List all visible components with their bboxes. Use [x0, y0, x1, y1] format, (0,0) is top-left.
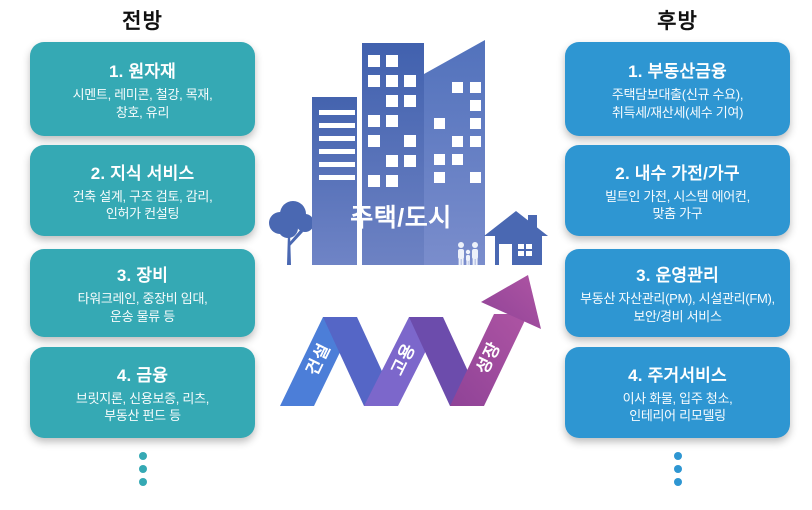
box-desc: 이사 화물, 입주 청소, 인테리어 리모델링 — [622, 390, 733, 423]
box-title: 1. 원자재 — [108, 62, 177, 82]
arrow-segment-growth — [450, 314, 528, 406]
downstream-box-operations-management: 3. 운영관리 부동산 자산관리(PM), 시설관리(FM), 보안/경비 서비… — [565, 249, 790, 337]
family-icon — [458, 242, 478, 265]
downstream-box-residential-services: 4. 주거서비스 이사 화물, 입주 청소, 인테리어 리모델링 — [565, 347, 790, 438]
center-illustration: 주택/도시 건설 고용 성장 — [269, 40, 548, 406]
box-title: 2. 내수 가전/가구 — [615, 163, 740, 183]
box-title: 4. 금융 — [116, 365, 169, 385]
dot-icon — [138, 478, 147, 486]
box-title: 1. 부동산금융 — [628, 62, 727, 82]
arrow-head-icon — [481, 275, 541, 329]
growth-arrow: 건설 고용 성장 — [280, 275, 541, 406]
building-label: 주택/도시 — [350, 204, 451, 232]
dot-icon — [673, 465, 682, 473]
right-tower — [424, 40, 485, 265]
box-title: 3. 운영관리 — [636, 266, 719, 286]
box-desc: 브릿지론, 신용보증, 리츠, 부동산 펀드 등 — [75, 390, 210, 423]
city-skyline-icon: 주택/도시 — [269, 40, 548, 265]
dot-icon — [138, 452, 147, 460]
downstream-header: 후방 — [657, 10, 698, 33]
box-title: 4. 주거서비스 — [628, 365, 727, 385]
left-tower — [312, 97, 357, 265]
middle-tower — [362, 43, 424, 265]
upstream-ellipsis-icon — [30, 452, 255, 486]
box-desc: 시멘트, 레미콘, 철강, 목재, 창호, 유리 — [72, 87, 213, 120]
box-desc: 건축 설계, 구조 검토, 감리, 인허가 컨설팅 — [72, 188, 213, 221]
upstream-box-raw-materials: 1. 원자재 시멘트, 레미콘, 철강, 목재, 창호, 유리 — [30, 42, 255, 136]
box-desc: 부동산 자산관리(PM), 시설관리(FM), 보안/경비 서비스 — [580, 291, 775, 324]
upstream-box-finance: 4. 금융 브릿지론, 신용보증, 리츠, 부동산 펀드 등 — [30, 347, 255, 438]
box-desc: 빌트인 가전, 시스템 에어컨, 맞춤 가구 — [605, 188, 750, 221]
downstream-box-appliances-furniture: 2. 내수 가전/가구 빌트인 가전, 시스템 에어컨, 맞춤 가구 — [565, 145, 790, 236]
box-title: 3. 장비 — [116, 266, 169, 286]
upstream-box-equipment: 3. 장비 타워크레인, 중장비 임대, 운송 물류 등 — [30, 249, 255, 337]
dot-icon — [673, 452, 682, 460]
dot-icon — [138, 465, 147, 473]
box-desc: 주택담보대출(신규 수요), 취득세/재산세(세수 기여) — [611, 87, 744, 120]
box-title: 2. 지식 서비스 — [90, 163, 195, 183]
house-icon — [484, 211, 548, 265]
upstream-header: 전방 — [122, 10, 163, 33]
box-desc: 타워크레인, 중장비 임대, 운송 물류 등 — [77, 291, 208, 324]
tree-icon — [269, 201, 314, 265]
downstream-ellipsis-icon — [565, 452, 790, 486]
dot-icon — [673, 478, 682, 486]
downstream-box-realestate-finance: 1. 부동산금융 주택담보대출(신규 수요), 취득세/재산세(세수 기여) — [565, 42, 790, 136]
upstream-box-knowledge-services: 2. 지식 서비스 건축 설계, 구조 검토, 감리, 인허가 컨설팅 — [30, 145, 255, 236]
